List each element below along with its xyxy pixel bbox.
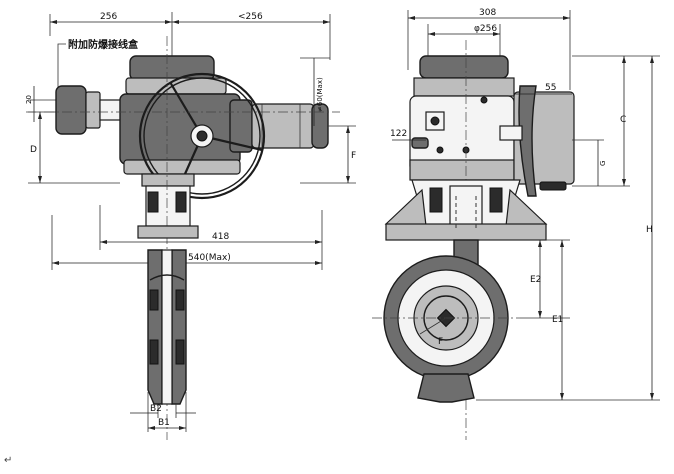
footnote-mark: ↵	[4, 455, 13, 466]
dim-D-left: D	[30, 145, 37, 155]
yoke-left	[137, 36, 199, 440]
dim-phi256: φ256	[474, 24, 497, 34]
dim-20: 20	[25, 95, 33, 104]
right-front-view: 308 φ256	[372, 8, 660, 440]
actuator-front	[409, 40, 515, 440]
dim-G: G	[599, 161, 607, 166]
junction-box-label: 附加防爆接线盒	[68, 38, 139, 51]
dim-B1: B1	[158, 418, 170, 428]
dim-55: 55	[545, 83, 556, 93]
actuator-housing	[119, 55, 329, 175]
left-bottom-dims: 418 540(Max)	[51, 205, 323, 270]
dim-C: C	[620, 115, 626, 125]
left-side-view: 256 <256 附加防爆接线盒 20 D	[25, 12, 356, 440]
right-top-dims: 308 φ256	[407, 8, 571, 90]
dim-H: H	[646, 225, 653, 235]
dim-540-max: 540(Max)	[188, 253, 231, 263]
dim-308: 308	[479, 8, 496, 18]
dim-F: F	[351, 151, 356, 161]
handwheel-side	[499, 85, 575, 197]
dim-122: 122	[390, 129, 407, 139]
dim-418: 418	[212, 232, 229, 242]
left-top-dimensions: 256 <256	[49, 12, 331, 60]
dim-E1: E1	[552, 315, 563, 325]
left-base-dims: B2 B1	[130, 392, 196, 432]
right-side-dims: 55 122 C G	[390, 55, 630, 187]
dim-lt256: <256	[238, 12, 263, 22]
dim-E2: E2	[530, 275, 541, 285]
junction-box	[55, 85, 123, 135]
label-F-front: F	[438, 337, 443, 347]
left-vertical-dimensions: 20 D	[25, 86, 120, 184]
yoke-front	[384, 179, 548, 241]
valve-body-front: F	[372, 239, 520, 403]
right-vertical-dims: E2 E1 H	[476, 55, 660, 401]
left-height-dims: ≠60(Max) F	[300, 57, 356, 184]
dim-B2: B2	[150, 404, 162, 414]
valve-body-left	[147, 249, 187, 405]
dim-height-max: ≠60(Max)	[316, 77, 324, 112]
dim-256-left: 256	[100, 12, 117, 22]
